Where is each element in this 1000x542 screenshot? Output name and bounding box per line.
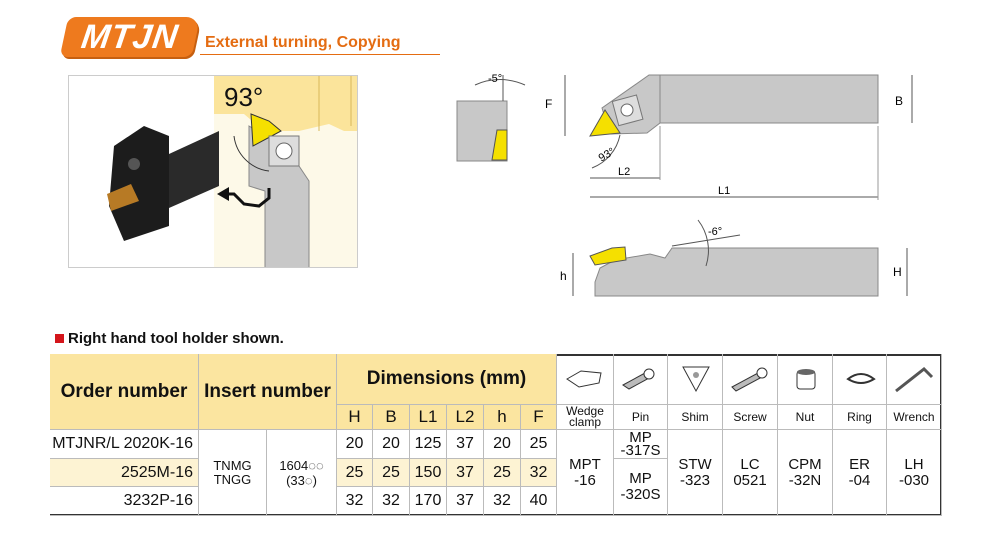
nut-icon (778, 354, 833, 405)
part-label-ring: Ring (833, 405, 887, 430)
table-cell-dim: 20 (373, 430, 410, 459)
table-cell-dim: 170 (410, 487, 447, 516)
tool-illustration (107, 76, 357, 267)
product-photo-panel: 93° (68, 75, 358, 268)
page-subtitle: External turning, Copying (205, 34, 401, 51)
table-cell-dim: 32 (484, 487, 521, 516)
wrench-icon (887, 354, 942, 405)
nut-code: CPM -32N (778, 430, 833, 516)
table-row-order: MTJNR/L 2020K-16 (50, 430, 199, 459)
table-cell-dim: 37 (447, 459, 484, 487)
part-label-nut: Nut (778, 405, 833, 430)
side-angle-label: -6° (708, 226, 722, 238)
red-square-bullet-icon (55, 334, 64, 343)
dim-col-2: L1 (410, 405, 447, 430)
pin-code-2: MP -320S (614, 459, 668, 516)
dim-col-4: h (484, 405, 521, 430)
part-label-shim: Shim (668, 405, 723, 430)
order-number-header: Order number (50, 354, 199, 430)
dimensions-header: Dimensions (mm) (337, 354, 557, 405)
table-row-order: 3232P-16 (50, 487, 199, 516)
pin-code-1: MP -317S (614, 430, 668, 459)
dim-label-l2: L2 (618, 166, 630, 178)
insert-types: TNMG TNGG (199, 430, 267, 516)
dim-col-1: B (373, 405, 410, 430)
insert-size: 1604◌◌ (33◌) (267, 430, 337, 516)
dim-col-3: L2 (447, 405, 484, 430)
table-cell-dim: 32 (521, 459, 557, 487)
part-label-screw: Screw (723, 405, 778, 430)
dim-label-h: H (893, 265, 902, 279)
screw-icon (723, 354, 778, 405)
logo-badge: MTJN (59, 17, 201, 57)
angle-label: 93° (224, 82, 264, 112)
dim-col-0: H (337, 405, 373, 430)
part-label-pin: Pin (614, 405, 668, 430)
technical-drawing: -5° F B 93° L2 L1 -6° h H (456, 73, 913, 297)
table-cell-dim: 37 (447, 430, 484, 459)
top-angle-label: -5° (488, 73, 502, 85)
part-label-wrench: Wrench (887, 405, 942, 430)
table-cell-dim: 25 (373, 459, 410, 487)
table-cell-dim: 40 (521, 487, 557, 516)
table-cell-dim: 32 (373, 487, 410, 516)
note: Right hand tool holder shown. (55, 330, 284, 347)
ring-icon (833, 354, 887, 405)
wedge-clamp-code: MPT -16 (557, 430, 614, 516)
ring-code: ER -04 (833, 430, 887, 516)
screw-code: LC 0521 (723, 430, 778, 516)
table-cell-dim: 37 (447, 487, 484, 516)
table-cell-dim: 32 (337, 487, 373, 516)
shim-icon (668, 354, 723, 405)
table-cell-dim: 25 (521, 430, 557, 459)
wrench-code: LH -030 (887, 430, 942, 516)
divider (200, 54, 440, 55)
table-cell-dim: 20 (484, 430, 521, 459)
dim-col-5: F (521, 405, 557, 430)
table-cell-dim: 25 (484, 459, 521, 487)
dim-label-h-small: h (560, 269, 567, 283)
dim-label-b: B (895, 94, 903, 108)
shim-code: STW -323 (668, 430, 723, 516)
dim-label-f: F (545, 97, 552, 111)
table-cell-dim: 150 (410, 459, 447, 487)
part-label-wedge-clamp: Wedge clamp (557, 405, 614, 430)
insert-number-header: Insert number (199, 354, 337, 430)
logo-text: MTJN (79, 18, 181, 56)
table-cell-dim: 25 (337, 459, 373, 487)
table-cell-dim: 20 (337, 430, 373, 459)
dim-label-l1: L1 (718, 185, 730, 197)
main-angle-label: 93° (597, 146, 617, 165)
pin-icon (614, 354, 668, 405)
wedge-clamp-icon (557, 354, 614, 405)
table-row-order: 2525M-16 (50, 459, 199, 487)
table-cell-dim: 125 (410, 430, 447, 459)
